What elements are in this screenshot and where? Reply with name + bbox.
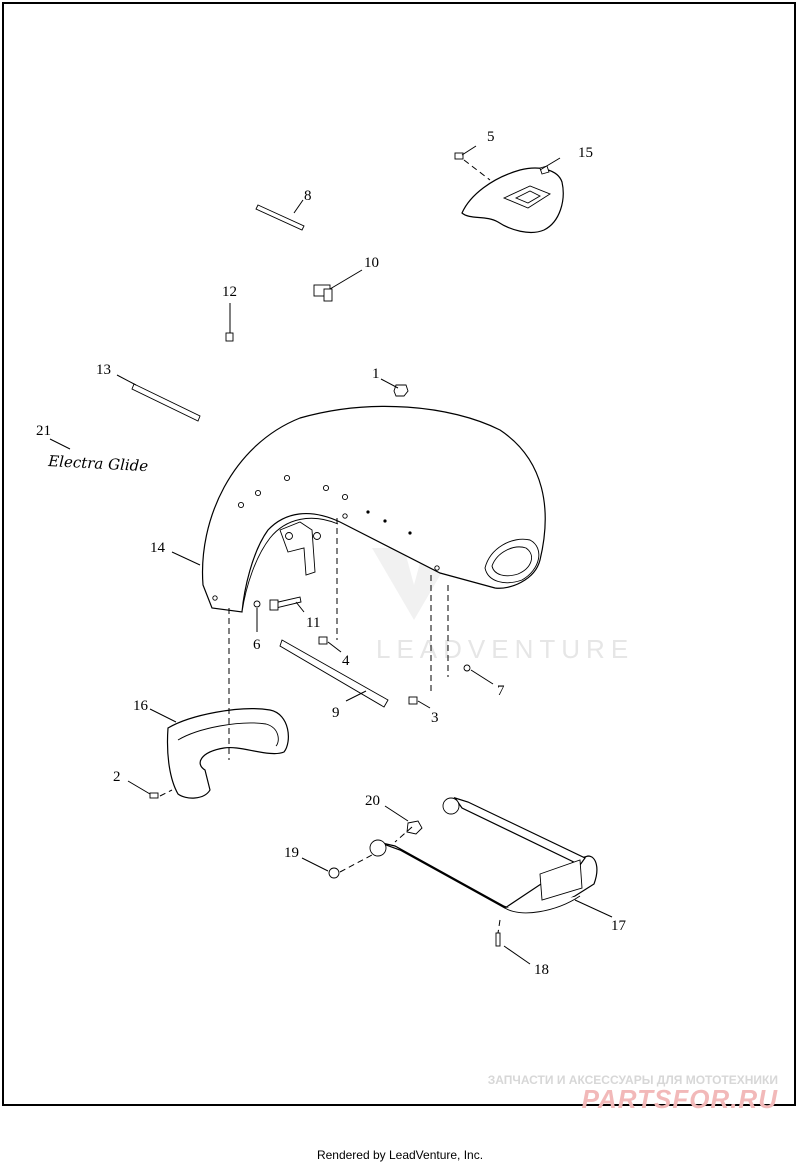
callout-18: 18 xyxy=(534,962,549,978)
nut-7 xyxy=(463,664,471,672)
drawing-frame xyxy=(2,2,796,1106)
washer-6 xyxy=(253,600,261,608)
callout-21: 21 xyxy=(36,423,51,439)
grab-rail-17 xyxy=(369,796,598,914)
nut-20 xyxy=(406,820,423,835)
svg-text:Electra Glide: Electra Glide xyxy=(47,452,149,475)
callout-14: 14 xyxy=(150,540,166,556)
callout-9: 9 xyxy=(332,705,340,721)
connector-10 xyxy=(313,284,333,302)
tie-strap-8 xyxy=(255,204,305,231)
callout-4: 4 xyxy=(342,653,350,669)
screw-5 xyxy=(454,152,464,160)
support-plate-9 xyxy=(279,639,389,708)
tail-light-housing xyxy=(461,165,564,234)
assembly-lines xyxy=(159,159,501,934)
callout-numbers: 1 2 3 4 5 6 7 8 9 10 11 12 13 14 15 16 1… xyxy=(36,129,627,978)
limited-emblem xyxy=(131,383,201,422)
callout-3: 3 xyxy=(431,710,439,726)
electra-glide-badge: Electra Glide xyxy=(47,452,149,475)
rear-fender xyxy=(201,405,546,613)
bolt-11 xyxy=(269,596,302,611)
screw-2 xyxy=(149,792,159,799)
callout-7: 7 xyxy=(497,683,505,699)
callout-12: 12 xyxy=(222,284,237,300)
bolt-head-19 xyxy=(328,867,340,879)
callout-16: 16 xyxy=(133,698,149,714)
callout-11: 11 xyxy=(306,615,320,631)
screw-3 xyxy=(408,696,418,705)
callout-15: 15 xyxy=(578,145,593,161)
leadventure-watermark: LEADVENTURE xyxy=(376,634,635,664)
callout-20: 20 xyxy=(365,793,380,809)
callout-5: 5 xyxy=(487,129,495,145)
footer-credit: Rendered by LeadVenture, Inc. xyxy=(316,1148,484,1162)
callout-8: 8 xyxy=(304,188,312,204)
callout-13: 13 xyxy=(96,362,111,378)
stamp-brand: PARTSFOR.RU xyxy=(581,1084,778,1114)
stamp-tagline: ЗАПЧАСТИ И АКСЕССУАРЫ ДЛЯ МОТОТЕХНИКИ xyxy=(487,1073,778,1087)
nut-4 xyxy=(318,636,328,645)
callout-19: 19 xyxy=(284,845,299,861)
fender-trim-16 xyxy=(166,708,289,799)
callout-17: 17 xyxy=(611,918,627,934)
callout-1: 1 xyxy=(372,366,380,382)
callout-2: 2 xyxy=(113,769,121,785)
pin-18 xyxy=(495,932,501,947)
clip-12 xyxy=(225,332,234,342)
leader-lines xyxy=(49,145,613,965)
callout-10: 10 xyxy=(364,255,379,271)
callout-6: 6 xyxy=(253,637,261,653)
